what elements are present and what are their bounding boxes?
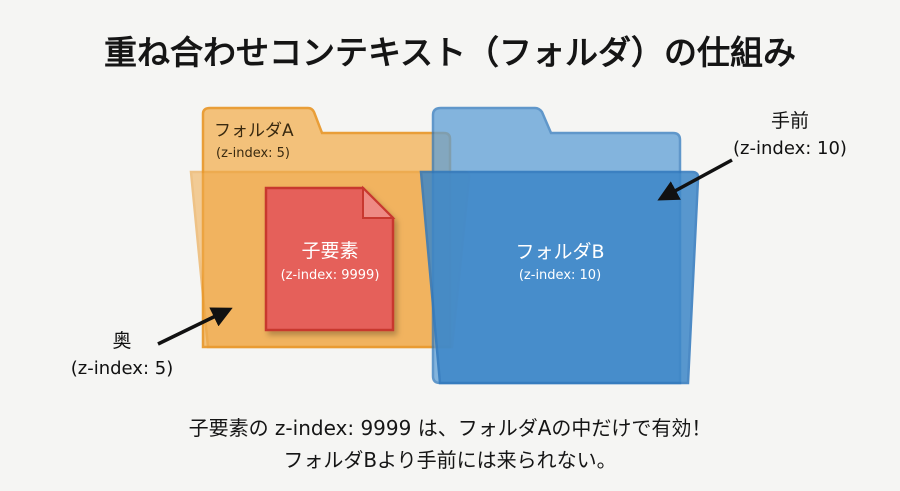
page-title: 重ね合わせコンテキスト（フォルダ）の仕組み bbox=[103, 33, 796, 72]
folder-b: フォルダB (z-index: 10) bbox=[419, 106, 700, 385]
arrow-back-icon bbox=[157, 307, 233, 346]
back-label: 奥 bbox=[112, 330, 131, 352]
folder-a-z: (z-index: 5) bbox=[216, 146, 290, 161]
child-element bbox=[264, 186, 395, 332]
fold-corner-icon bbox=[362, 185, 396, 219]
folder-b-front bbox=[419, 170, 700, 385]
child-z: (z-index: 9999) bbox=[281, 268, 380, 283]
child-element-group: 子要素 (z-index: 9999) bbox=[264, 185, 396, 332]
folder-a-name: フォルダA bbox=[214, 121, 294, 141]
folder-b-name: フォルダB bbox=[515, 241, 604, 263]
caption-line-2: フォルダBより手前には来られない。 bbox=[283, 448, 617, 472]
front-label: 手前 bbox=[771, 110, 809, 132]
front-z-label: (z-index: 10) bbox=[733, 138, 847, 159]
caption-line-1: 子要素の z-index: 9999 は、フォルダAの中だけで有効！ bbox=[188, 416, 712, 440]
back-z-label: (z-index: 5) bbox=[71, 358, 173, 379]
folder-b-z: (z-index: 10) bbox=[519, 268, 601, 283]
child-name: 子要素 bbox=[301, 240, 358, 262]
arrow-front-icon bbox=[657, 158, 733, 201]
